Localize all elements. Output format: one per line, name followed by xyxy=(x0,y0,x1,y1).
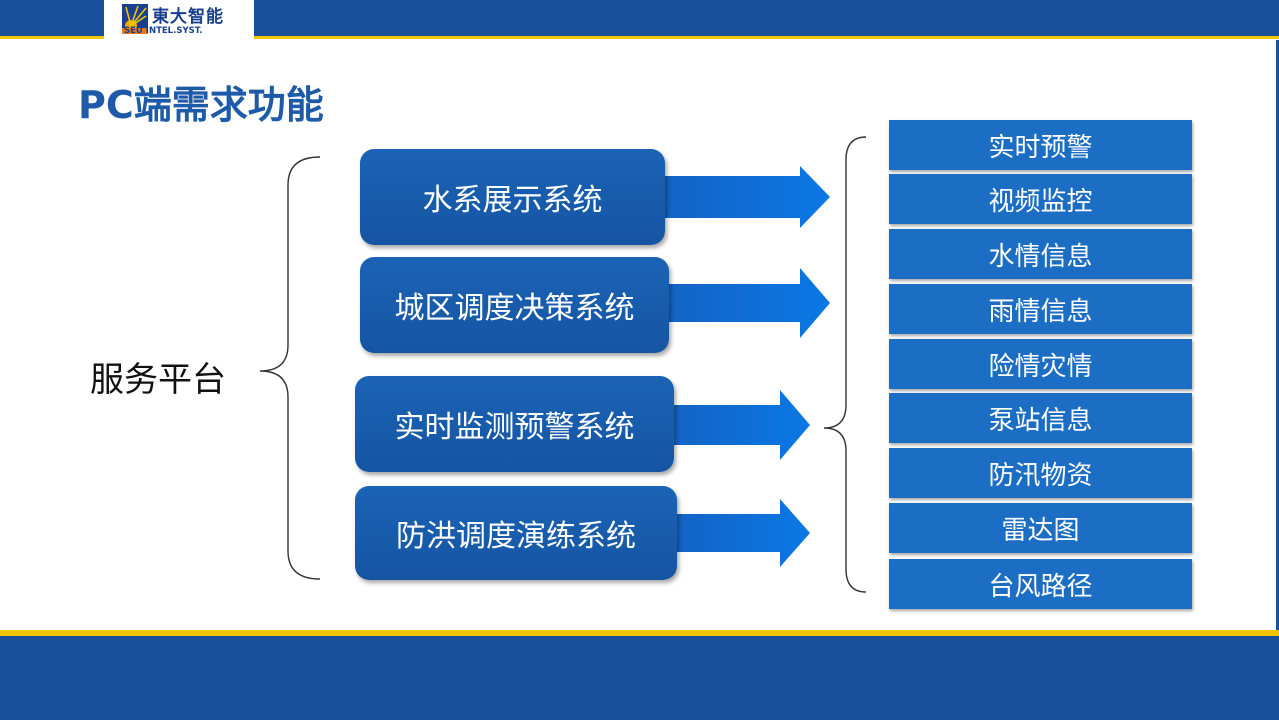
footer-stripe xyxy=(0,630,1279,636)
system-box-water: 水系展示系统 xyxy=(360,149,665,245)
arrow-2 xyxy=(667,268,830,338)
header-stripe xyxy=(0,36,1279,39)
right-edge-bar xyxy=(1276,40,1279,630)
arrow-1 xyxy=(664,166,830,228)
function-item-video: 视频监控 xyxy=(889,174,1192,224)
arrow-3 xyxy=(672,390,810,460)
function-item-radar: 雷达图 xyxy=(889,503,1192,553)
system-box-dispatch: 城区调度决策系统 xyxy=(360,257,669,353)
system-box-drill: 防洪调度演练系统 xyxy=(355,486,677,580)
logo: 東大智能 SEU INTEL.SYST. xyxy=(104,0,254,40)
function-item-realtime-alert: 实时预警 xyxy=(889,120,1192,170)
function-item-water-info: 水情信息 xyxy=(889,229,1192,279)
sun-logo-icon xyxy=(122,4,148,34)
platform-label: 服务平台 xyxy=(90,360,226,400)
system-box-monitor: 实时监测预警系统 xyxy=(355,376,674,472)
arrow-4 xyxy=(675,499,810,567)
function-item-rain-info: 雨情信息 xyxy=(889,284,1192,334)
function-item-supplies: 防汛物资 xyxy=(889,448,1192,498)
footer-bar xyxy=(0,636,1279,720)
right-brace xyxy=(823,136,867,593)
function-item-pump: 泵站信息 xyxy=(889,393,1192,443)
function-item-hazard: 险情灾情 xyxy=(889,339,1192,389)
left-brace xyxy=(259,156,321,580)
function-item-typhoon: 台风路径 xyxy=(889,559,1192,609)
logo-name-cn: 東大智能 xyxy=(152,7,224,27)
page-title: PC端需求功能 xyxy=(78,83,324,127)
logo-name-en: SEU INTEL.SYST. xyxy=(124,26,203,36)
